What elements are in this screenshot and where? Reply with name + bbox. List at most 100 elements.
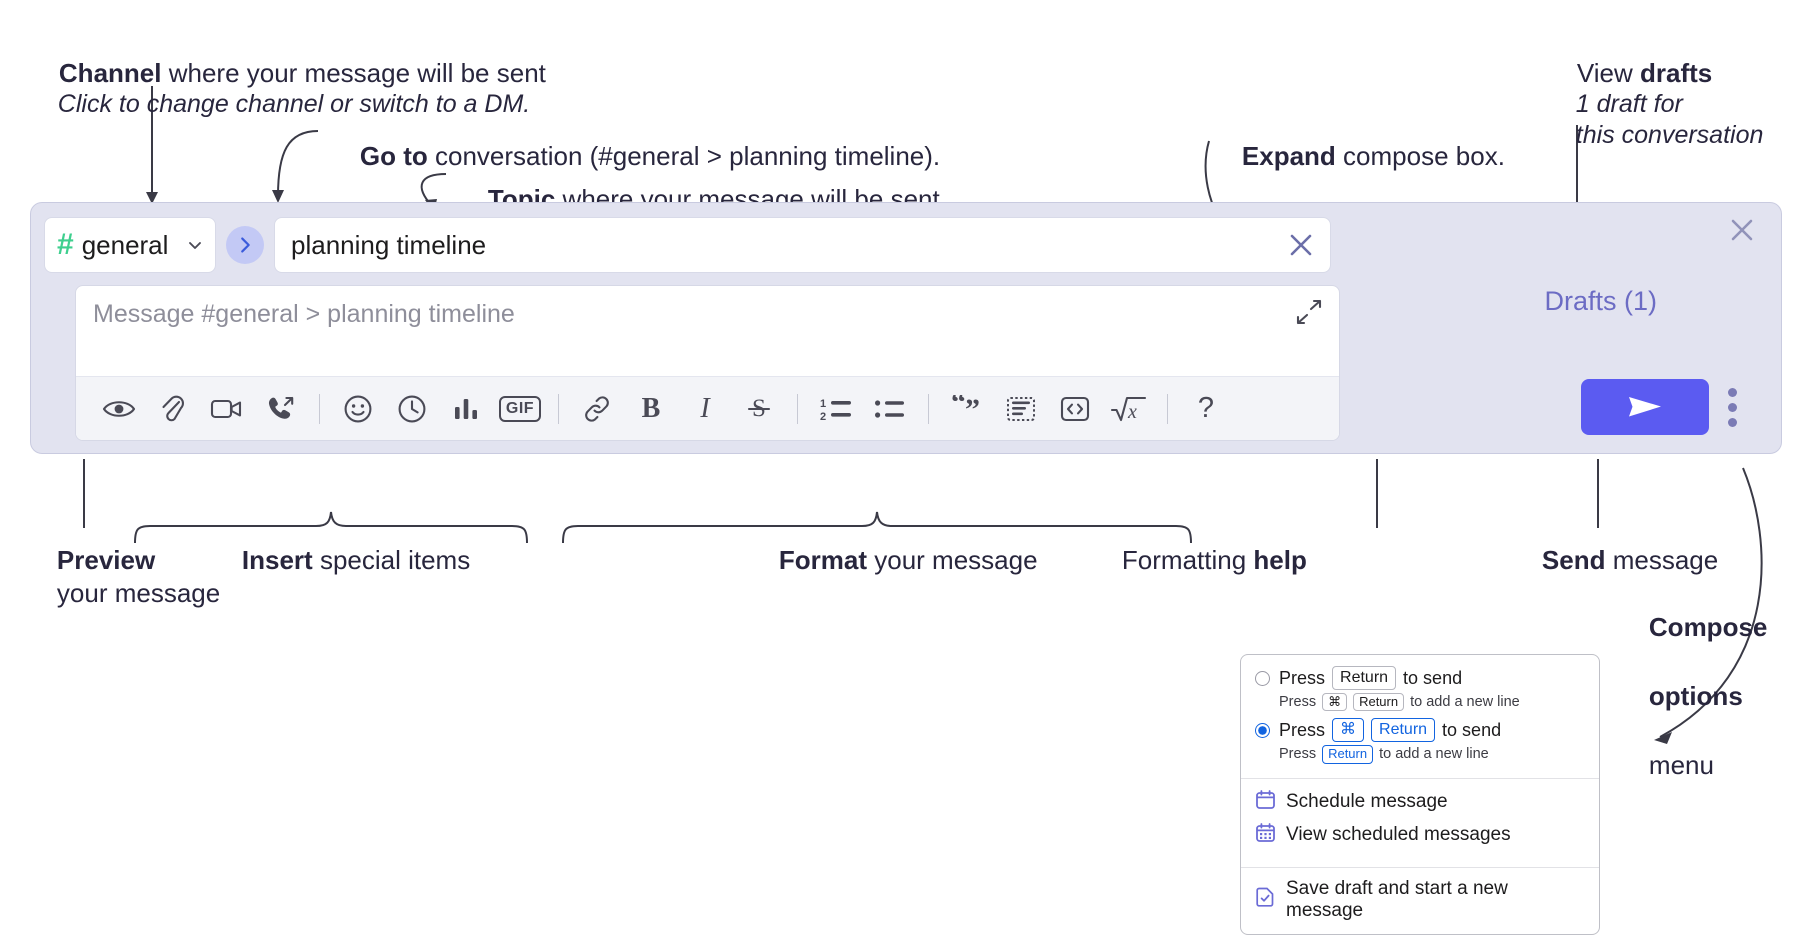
send-option-return[interactable]: Press Return to send bbox=[1241, 665, 1599, 691]
opt2-post: to send bbox=[1442, 719, 1502, 740]
annotation-channel-sub: Click to change channel or switch to a D… bbox=[57, 90, 531, 118]
menu-item-save-draft[interactable]: Save draft and start a new message bbox=[1241, 868, 1599, 934]
italic-label: I bbox=[700, 392, 710, 424]
radio-return[interactable] bbox=[1255, 670, 1270, 686]
bar-chart-icon[interactable] bbox=[439, 386, 493, 432]
opt2-sub-post: to add a new line bbox=[1379, 746, 1489, 763]
bulleted-list-icon[interactable] bbox=[863, 386, 917, 432]
phone-arrow-icon[interactable] bbox=[254, 386, 308, 432]
toolbar-separator bbox=[1167, 393, 1168, 424]
annotation-expand: Expand compose box. bbox=[1241, 141, 1505, 172]
clear-topic-icon[interactable] bbox=[1286, 230, 1316, 260]
menu-divider bbox=[1241, 777, 1599, 779]
channel-name-label: general bbox=[81, 229, 169, 260]
annotation-send: Send message bbox=[1541, 545, 1719, 576]
annotation-drafts: View drafts bbox=[1576, 58, 1713, 89]
radio-cmd-return[interactable] bbox=[1255, 722, 1270, 738]
key-command: ⌘ bbox=[1322, 693, 1348, 712]
calendar-grid-icon bbox=[1255, 822, 1276, 849]
compose-header-row: # general planning timeline bbox=[44, 217, 1331, 273]
send-button[interactable] bbox=[1581, 379, 1709, 435]
annotation-channel: Channel where your message will be sent bbox=[58, 58, 546, 89]
menu-item-view-scheduled[interactable]: View scheduled messages bbox=[1241, 820, 1599, 859]
square-root-icon[interactable]: x bbox=[1102, 386, 1156, 432]
calendar-icon bbox=[1255, 789, 1276, 816]
toolbar-separator bbox=[558, 393, 559, 424]
video-camera-icon[interactable] bbox=[200, 386, 254, 432]
message-input-area[interactable]: Message #general > planning timeline bbox=[75, 285, 1340, 441]
key-command: ⌘ bbox=[1332, 718, 1365, 743]
inline-code-icon[interactable] bbox=[1048, 386, 1102, 432]
gif-icon[interactable]: GIF bbox=[493, 386, 547, 432]
send-option-cmd-return-hint: Press Return to add a new line bbox=[1241, 743, 1599, 769]
help-label: ? bbox=[1197, 392, 1215, 424]
gif-label: GIF bbox=[498, 395, 542, 422]
link-icon[interactable] bbox=[570, 386, 624, 432]
italic-icon[interactable]: I bbox=[678, 386, 732, 432]
compose-options-menu: Press Return to send Press ⌘ Return to a… bbox=[1240, 654, 1600, 935]
key-return: Return bbox=[1371, 718, 1436, 743]
menu-item-schedule-message[interactable]: Schedule message bbox=[1241, 779, 1599, 820]
goto-conversation-button[interactable] bbox=[226, 226, 264, 264]
blockquote-icon[interactable]: “ ” bbox=[940, 386, 994, 432]
topic-input[interactable]: planning timeline bbox=[274, 217, 1331, 273]
opt1-sub-pre: Press bbox=[1279, 694, 1317, 711]
annotation-preview: Preview bbox=[56, 545, 156, 576]
bold-label: B bbox=[641, 392, 661, 424]
smiley-icon[interactable] bbox=[331, 386, 385, 432]
hash-icon: # bbox=[57, 228, 74, 261]
opt1-sub-post: to add a new line bbox=[1410, 694, 1520, 711]
dot bbox=[1727, 387, 1737, 397]
topic-value: planning timeline bbox=[291, 229, 487, 260]
annotation-goto: Go to conversation (#general > planning … bbox=[359, 141, 941, 172]
opt1-pre: Press bbox=[1279, 667, 1326, 688]
menu-item-label: Save draft and start a new message bbox=[1286, 877, 1508, 921]
eye-icon[interactable] bbox=[92, 386, 146, 432]
svg-text:”: ” bbox=[965, 395, 980, 423]
annotation-insert: Insert special items bbox=[241, 545, 471, 576]
menu-divider bbox=[1241, 866, 1599, 868]
toolbar-separator bbox=[928, 393, 929, 424]
annotation-drafts-sub1: 1 draft for bbox=[1575, 90, 1683, 118]
svg-text:1: 1 bbox=[820, 398, 826, 410]
question-mark-icon[interactable]: ? bbox=[1179, 386, 1233, 432]
compose-panel: # general planning timeline Message #gen… bbox=[30, 202, 1782, 454]
annotation-format: Format your message bbox=[778, 545, 1038, 576]
opt2-pre: Press bbox=[1279, 719, 1326, 740]
toolbar-separator bbox=[319, 393, 320, 424]
key-return: Return bbox=[1332, 666, 1397, 690]
annotation-compose-options: Compose options menu bbox=[1648, 612, 1768, 780]
drafts-link[interactable]: Drafts (1) bbox=[1544, 286, 1657, 316]
svg-text:“: “ bbox=[951, 395, 966, 419]
channel-selector[interactable]: # general bbox=[44, 217, 216, 273]
key-return: Return bbox=[1322, 745, 1374, 764]
svg-text:x: x bbox=[1127, 401, 1137, 423]
annotation-help: Formatting help bbox=[1121, 545, 1307, 576]
dot bbox=[1727, 417, 1737, 427]
opt2-sub-pre: Press bbox=[1279, 746, 1317, 763]
compose-options-button[interactable] bbox=[1719, 385, 1745, 429]
menu-item-label: View scheduled messages bbox=[1286, 824, 1511, 845]
toolbar-separator bbox=[797, 393, 798, 424]
chevron-right-icon bbox=[241, 237, 250, 253]
svg-text:2: 2 bbox=[820, 411, 826, 422]
strikethrough-icon[interactable]: S bbox=[732, 386, 786, 432]
close-icon[interactable] bbox=[1727, 215, 1757, 245]
code-block-icon[interactable] bbox=[994, 386, 1048, 432]
send-option-cmd-return[interactable]: Press ⌘ Return to send bbox=[1241, 717, 1599, 743]
expand-compose-icon[interactable] bbox=[1295, 298, 1323, 326]
annotation-preview-sub: your message bbox=[56, 578, 221, 609]
document-check-icon bbox=[1255, 886, 1276, 913]
send-option-return-hint: Press ⌘ Return to add a new line bbox=[1241, 691, 1599, 717]
dot bbox=[1727, 402, 1737, 412]
menu-item-label: Schedule message bbox=[1286, 791, 1448, 812]
bold-icon[interactable]: B bbox=[624, 386, 678, 432]
opt1-post: to send bbox=[1403, 667, 1463, 688]
annotation-drafts-sub2: this conversation bbox=[1575, 121, 1764, 149]
paperclip-icon[interactable] bbox=[146, 386, 200, 432]
clock-icon[interactable] bbox=[385, 386, 439, 432]
ordered-list-icon[interactable]: 1 2 bbox=[809, 386, 863, 432]
chevron-down-icon bbox=[187, 237, 203, 253]
message-placeholder: Message #general > planning timeline bbox=[93, 300, 515, 328]
